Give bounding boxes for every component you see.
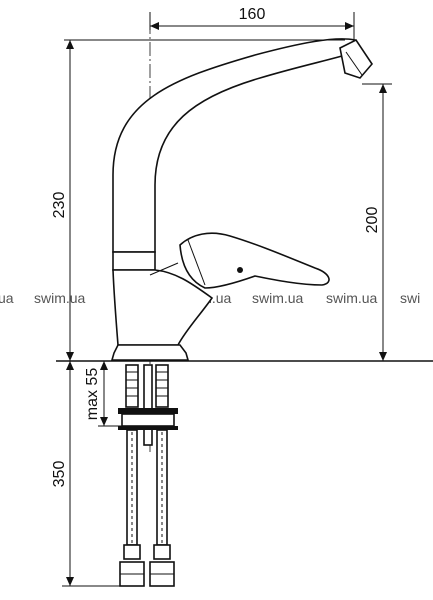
supply-hoses	[118, 364, 178, 587]
dimension-label-160: 160	[239, 6, 266, 23]
dimension-hose-350: 350	[51, 361, 132, 587]
dimension-width-160: 160	[149, 6, 355, 40]
dimension-label-350: 350	[51, 461, 68, 488]
watermark-text: swim.ua	[252, 290, 304, 306]
watermark-text: ua	[0, 290, 14, 306]
dimension-label-max55: max 55	[84, 368, 101, 421]
dimension-max-55: max 55	[84, 361, 122, 427]
faucet-body	[110, 38, 374, 361]
watermark-text: swi	[400, 290, 420, 306]
dimension-label-230: 230	[51, 192, 68, 219]
dimension-height-200: 200	[362, 83, 392, 361]
watermark-text: swim.ua	[326, 290, 378, 306]
dimension-label-200: 200	[364, 207, 381, 234]
dimension-height-230: 230	[51, 39, 345, 361]
watermark-text: swim.ua	[34, 290, 86, 306]
